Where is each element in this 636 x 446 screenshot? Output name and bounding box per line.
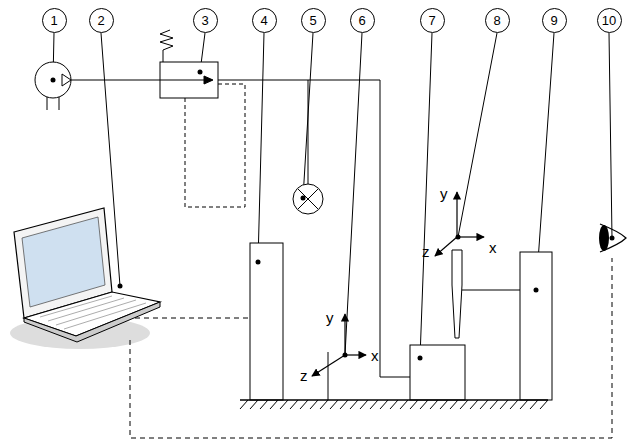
callout-text: 8 [493,14,500,27]
axis-label: x [489,240,497,255]
callout-text: 1 [50,14,57,27]
callout-number: 9 [542,8,567,33]
callout-number: 1 [42,8,67,33]
axis-label: z [422,244,430,259]
axis-label: x [371,348,379,363]
callout-text: 10 [602,14,616,27]
callout-number: 8 [485,8,510,33]
callout-text: 4 [260,14,267,27]
callout-text: 2 [97,14,104,27]
axis-label: y [326,310,334,325]
callout-number: 3 [193,8,218,33]
callout-text: 3 [201,14,208,27]
callout-text: 7 [428,14,435,27]
callout-text: 6 [358,14,365,27]
callout-number: 5 [301,8,326,33]
callout-text: 9 [550,14,557,27]
callout-text: 5 [309,14,316,27]
callout-number: 10 [597,8,622,33]
callout-number: 7 [420,8,445,33]
callout-number: 4 [252,8,277,33]
callout-number: 6 [350,8,375,33]
callout-number: 2 [89,8,114,33]
axis-label: z [300,368,308,383]
axis-label: y [440,186,448,201]
